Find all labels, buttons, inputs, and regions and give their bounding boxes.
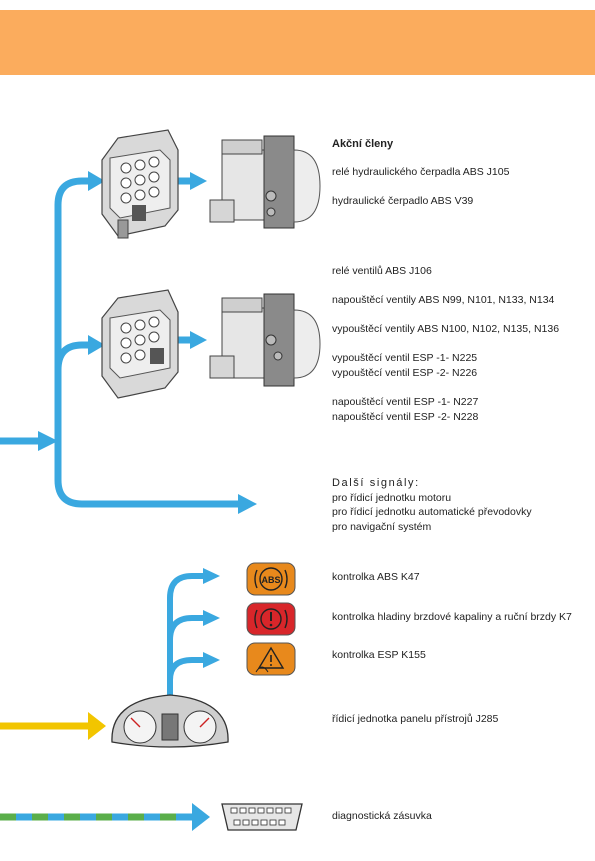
esp-warning-lamp-icon — [246, 642, 296, 676]
arrow-unit-to-hydraulic-1 — [176, 172, 207, 190]
other-signals-gearbox: pro řídicí jednotku automatické převodov… — [332, 506, 532, 518]
diagnostic-socket-image — [221, 803, 303, 831]
arrow-head-brake-lamp — [203, 610, 220, 626]
label-outlet-valves: vypouštěcí ventily ABS N100, N102, N135,… — [332, 323, 560, 335]
arrow-head-other-signals — [238, 494, 257, 514]
label-esp-inlet-2: napouštěcí ventil ESP -2- N228 — [332, 411, 479, 423]
hydraulic-unit-image-bottom — [209, 293, 321, 387]
abs-warning-lamp-icon: ABS — [246, 562, 296, 596]
abs-control-unit-image-bottom — [101, 289, 179, 399]
label-pump: hydraulické čerpadlo ABS V39 — [332, 195, 474, 207]
arrow-head-esp-lamp — [203, 652, 220, 668]
label-esp-lamp: kontrolka ESP K155 — [332, 649, 426, 661]
actuators-heading: Akční členy — [332, 138, 394, 150]
abs-icon-text: ABS — [261, 575, 280, 585]
label-esp-outlet-1: vypouštěcí ventil ESP -1- N225 — [332, 352, 478, 364]
abs-control-unit-image-top — [101, 129, 179, 239]
diagnostic-arrow — [0, 803, 210, 831]
warning-lamp-branch-lines — [167, 573, 204, 695]
instrument-input-arrow — [0, 712, 106, 740]
label-esp-outlet-2: vypouštěcí ventil ESP -2- N226 — [332, 367, 478, 379]
actuator-branch-lines — [54, 177, 240, 508]
arrow-head-valve-unit — [88, 335, 105, 355]
instrument-cluster-image — [111, 694, 229, 748]
arrow-head-pump-unit — [88, 171, 105, 191]
brake-warning-lamp-icon — [246, 602, 296, 636]
label-brake-lamp: kontrolka hladiny brzdové kapaliny a ruč… — [332, 611, 572, 623]
label-esp-inlet-1: napouštěcí ventil ESP -1- N227 — [332, 396, 479, 408]
hydraulic-unit-image-top — [209, 135, 321, 229]
arrow-unit-to-hydraulic-2 — [176, 331, 207, 349]
label-valve-relay: relé ventilů ABS J106 — [332, 265, 432, 277]
header-banner — [0, 10, 595, 75]
other-signals-engine: pro řídicí jednotku motoru — [332, 492, 452, 504]
main-input-arrow — [0, 431, 58, 451]
label-instrument-cluster: řídicí jednotka panelu přístrojů J285 — [332, 713, 499, 725]
label-diagnostic-socket: diagnostická zásuvka — [332, 810, 432, 822]
arrow-head-abs-lamp — [203, 568, 220, 584]
label-abs-lamp: kontrolka ABS K47 — [332, 571, 420, 583]
label-inlet-valves: napouštěcí ventily ABS N99, N101, N133, … — [332, 294, 555, 306]
label-pump-relay: relé hydraulického čerpadla ABS J105 — [332, 166, 510, 178]
other-signals-navigation: pro navigační systém — [332, 521, 432, 533]
other-signals-heading: Další signály: — [332, 477, 420, 489]
